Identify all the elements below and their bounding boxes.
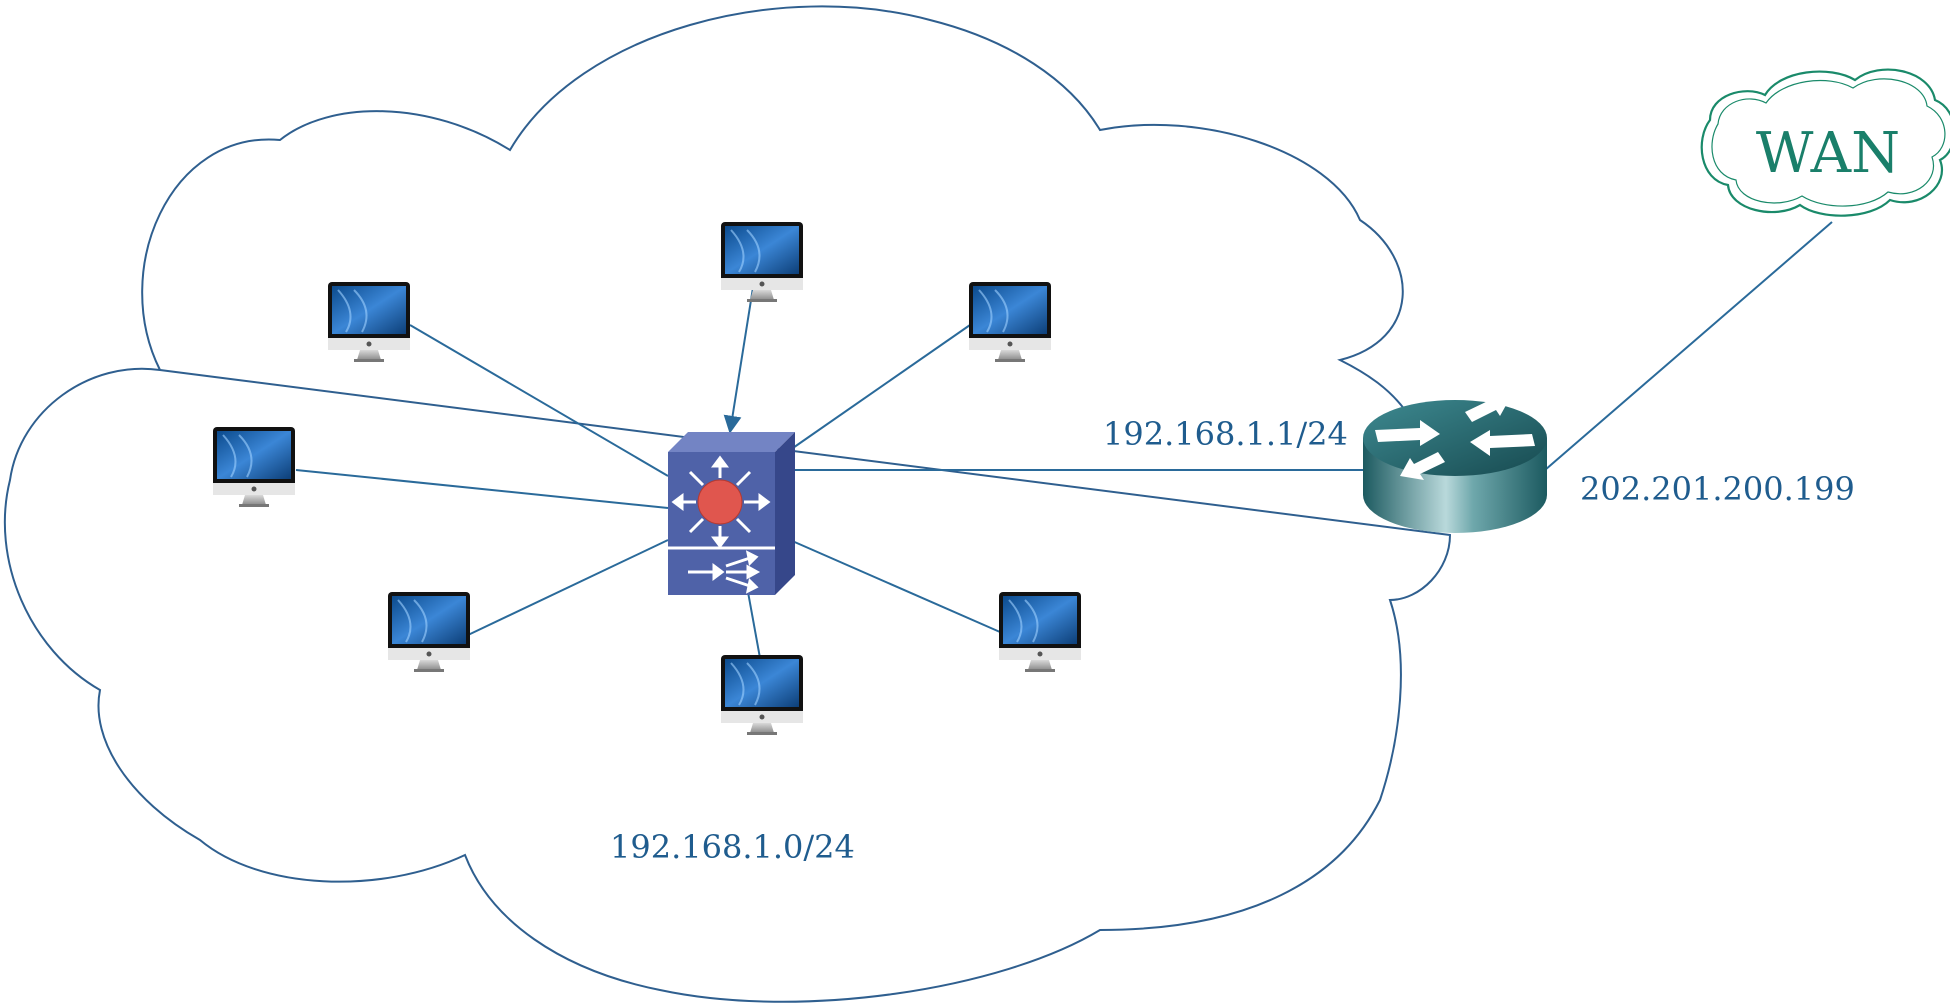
link-pc1 — [409, 324, 669, 477]
router-icon[interactable] — [1363, 394, 1547, 533]
workstation-4[interactable] — [212, 426, 296, 508]
workstation-6[interactable] — [720, 654, 804, 736]
switch-hub — [697, 479, 743, 525]
link-pc4 — [295, 469, 669, 509]
link-pc5 — [467, 539, 669, 636]
workstation-5[interactable] — [387, 591, 471, 673]
link-pc6 — [747, 591, 761, 659]
wan-cloud — [1700, 68, 1950, 217]
layer3-switch-icon[interactable] — [668, 432, 795, 595]
link-router-wan — [1544, 221, 1833, 471]
wan-ip-label: 202.201.200.199 — [1580, 470, 1855, 508]
workstation-7[interactable] — [998, 591, 1082, 673]
wan-cloud-label: WAN — [1756, 121, 1900, 186]
workstation-3[interactable] — [968, 281, 1052, 363]
lan-cloud — [3, 5, 1452, 1003]
link-pc3 — [789, 324, 971, 451]
link-pc7 — [789, 539, 1001, 633]
workstations — [212, 221, 1082, 736]
lan-network-label: 192.168.1.0/24 — [610, 828, 855, 866]
wan-cloud-inner — [1711, 78, 1946, 207]
gateway-ip-label: 192.168.1.1/24 — [1103, 415, 1348, 453]
workstation-1[interactable] — [327, 281, 411, 363]
workstation-2[interactable] — [720, 221, 804, 303]
